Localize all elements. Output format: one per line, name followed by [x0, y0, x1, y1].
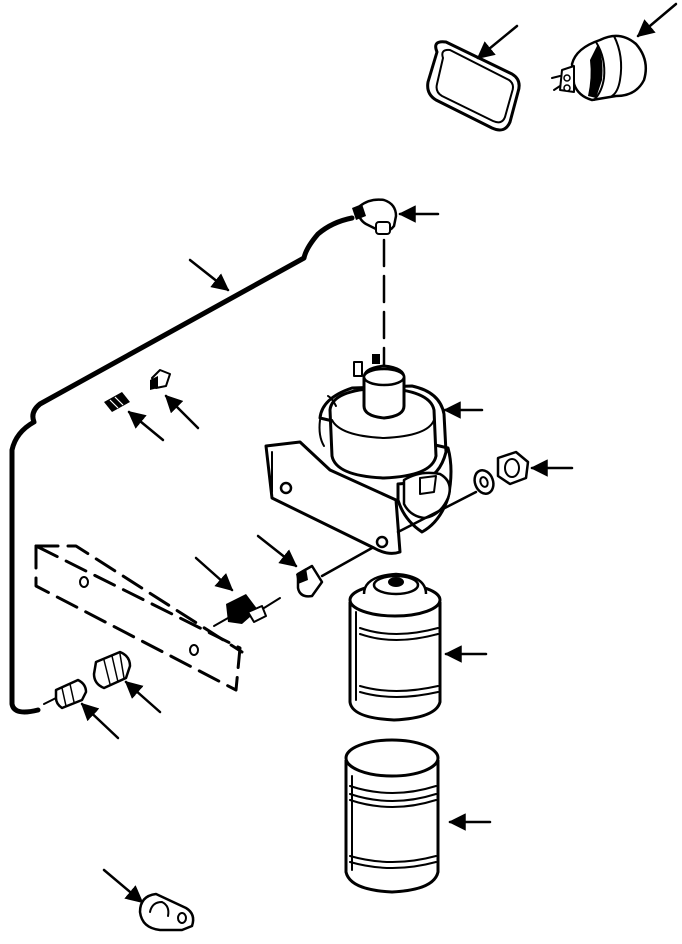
- leader-clamp: [102, 868, 144, 904]
- sensor-icon: [551, 34, 647, 102]
- leader-hose: [188, 258, 230, 292]
- leader-coupling: [127, 410, 165, 442]
- elbow-fitting-icon: [352, 198, 398, 235]
- washer-icon: [473, 469, 495, 495]
- dashed-panel-outline: [34, 544, 244, 692]
- filter-cartridge-icon: [348, 572, 442, 722]
- filter-head-icon: [318, 354, 453, 534]
- connector-icon: [296, 564, 324, 598]
- tube-fitting-icon: [43, 678, 88, 710]
- leader-ferrule: [124, 680, 162, 714]
- coupling-icon: [104, 392, 130, 412]
- hex-nut-icon: [496, 450, 530, 486]
- tube-icon: [9, 215, 355, 715]
- clip-icon: [150, 369, 171, 390]
- leader-sensor: [636, 2, 678, 38]
- ferrule-icon: [92, 650, 132, 690]
- leader-gasket: [476, 24, 519, 60]
- leader-connector: [256, 534, 298, 568]
- filter-cartridge-icon-2: [344, 738, 440, 894]
- rect-gasket-icon: [426, 40, 521, 132]
- leader-clip: [164, 394, 200, 430]
- connector-line: [320, 546, 374, 578]
- leader-valve: [194, 556, 234, 592]
- valve-icon: [213, 594, 281, 627]
- leader-tube-fitting: [80, 702, 120, 740]
- bracket-icon: [264, 440, 402, 555]
- centerline-bolt: [396, 490, 478, 534]
- clamp-icon: [138, 892, 195, 932]
